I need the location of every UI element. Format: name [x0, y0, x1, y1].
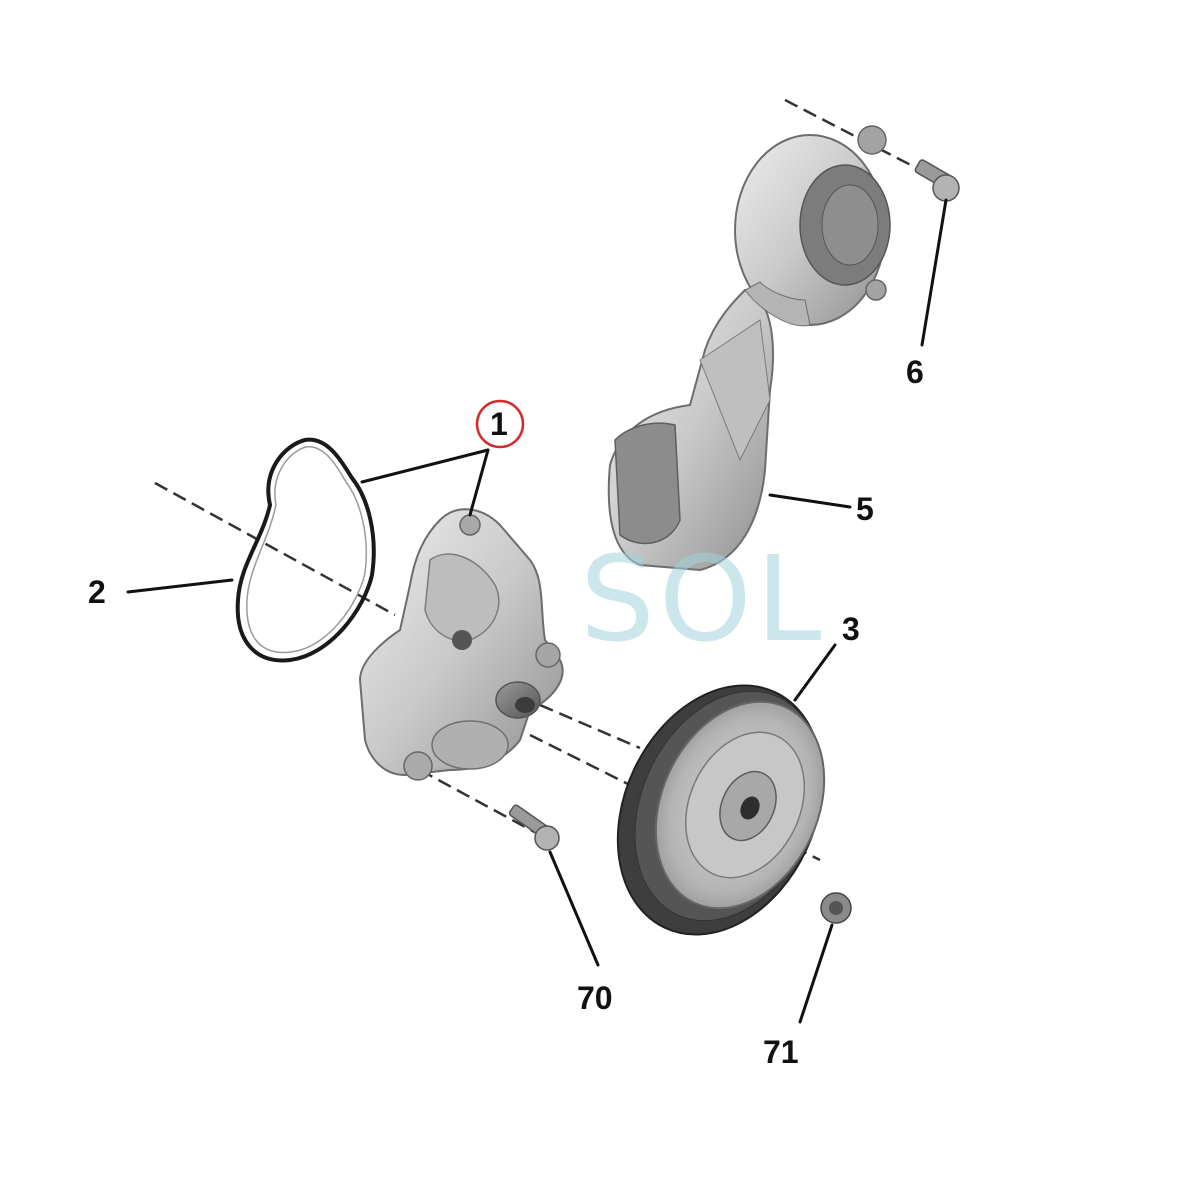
callout-71: 71	[763, 1034, 799, 1070]
leader-line-6	[920, 198, 948, 347]
leader-line-2	[126, 578, 234, 594]
bolt-6-part	[914, 159, 960, 202]
leader-line-71	[798, 923, 834, 1024]
gasket-part-inner	[246, 446, 368, 654]
callout-2: 2	[88, 574, 106, 610]
leader-lines	[126, 198, 948, 1024]
callout-5: 5	[856, 491, 874, 527]
highlight-circle	[475, 399, 525, 449]
callout-1: 1	[490, 406, 508, 442]
leader-line-3	[793, 643, 837, 702]
watermark-text: SOL	[580, 530, 826, 668]
bolt-70-part	[508, 804, 560, 851]
leader-line-1a	[360, 448, 490, 484]
callout-6: 6	[906, 354, 924, 390]
belt-tensioner-part	[607, 125, 891, 572]
pulley-part	[616, 684, 826, 936]
leader-line-1b	[468, 448, 490, 517]
gasket-part	[235, 437, 376, 663]
callout-3: 3	[842, 611, 860, 647]
water-pump-part	[358, 508, 564, 781]
leader-line-5	[768, 493, 852, 509]
leader-line-70	[548, 850, 600, 967]
nut-71-part	[820, 892, 852, 924]
callout-70: 70	[577, 980, 613, 1016]
